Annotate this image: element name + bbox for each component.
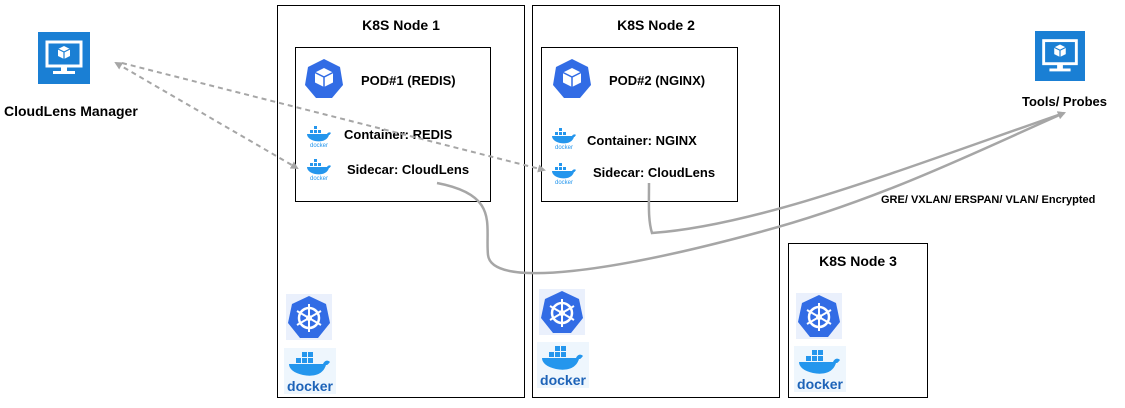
docker-logo-icon: docker bbox=[284, 348, 336, 394]
docker-wordmark: docker bbox=[310, 176, 328, 181]
docker-wordmark: docker bbox=[540, 372, 586, 388]
tools-probes-icon bbox=[1035, 30, 1085, 82]
pod-2-title: POD#2 (NGINX) bbox=[609, 73, 706, 88]
node-2-title: K8S Node 2 bbox=[617, 17, 695, 33]
docker-wordmark: docker bbox=[310, 143, 328, 148]
kubernetes-wheel-icon bbox=[286, 294, 332, 340]
pod-1-container-label: Container: REDIS bbox=[344, 127, 453, 142]
pod-1-sidecar-label: Sidecar: CloudLens bbox=[347, 162, 470, 177]
tools-probes-label: Tools/ Probes bbox=[1022, 94, 1107, 109]
kubernetes-pod-icon bbox=[553, 58, 591, 98]
cloudlens-manager-icon bbox=[38, 32, 90, 84]
pod-2-sidecar-label: Sidecar: CloudLens bbox=[593, 165, 716, 180]
tunnel-protocols-label: GRE/ VXLAN/ ERSPAN/ VLAN/ Encrypted bbox=[881, 194, 1096, 206]
docker-icon: docker bbox=[304, 124, 334, 149]
node-1-title: K8S Node 1 bbox=[362, 17, 440, 33]
manager-to-pod1-sidecar-link bbox=[114, 61, 299, 170]
docker-logo-icon: docker bbox=[794, 346, 846, 392]
docker-logo-icon: docker bbox=[537, 342, 589, 388]
docker-wordmark: docker bbox=[555, 180, 573, 185]
kubernetes-wheel-icon bbox=[796, 293, 842, 339]
docker-icon: docker bbox=[549, 126, 579, 151]
docker-wordmark: docker bbox=[797, 376, 843, 392]
node-3-title: K8S Node 3 bbox=[819, 253, 897, 269]
kubernetes-pod-icon bbox=[305, 58, 343, 98]
cloudlens-manager-label: CloudLens Manager bbox=[4, 103, 138, 119]
docker-wordmark: docker bbox=[555, 145, 573, 150]
docker-wordmark: docker bbox=[287, 378, 333, 394]
docker-icon: docker bbox=[549, 161, 579, 186]
docker-icon: docker bbox=[304, 157, 334, 182]
pod-1-title: POD#1 (REDIS) bbox=[361, 73, 456, 88]
pod-2-container-label: Container: NGINX bbox=[587, 133, 697, 148]
kubernetes-wheel-icon bbox=[539, 289, 585, 335]
